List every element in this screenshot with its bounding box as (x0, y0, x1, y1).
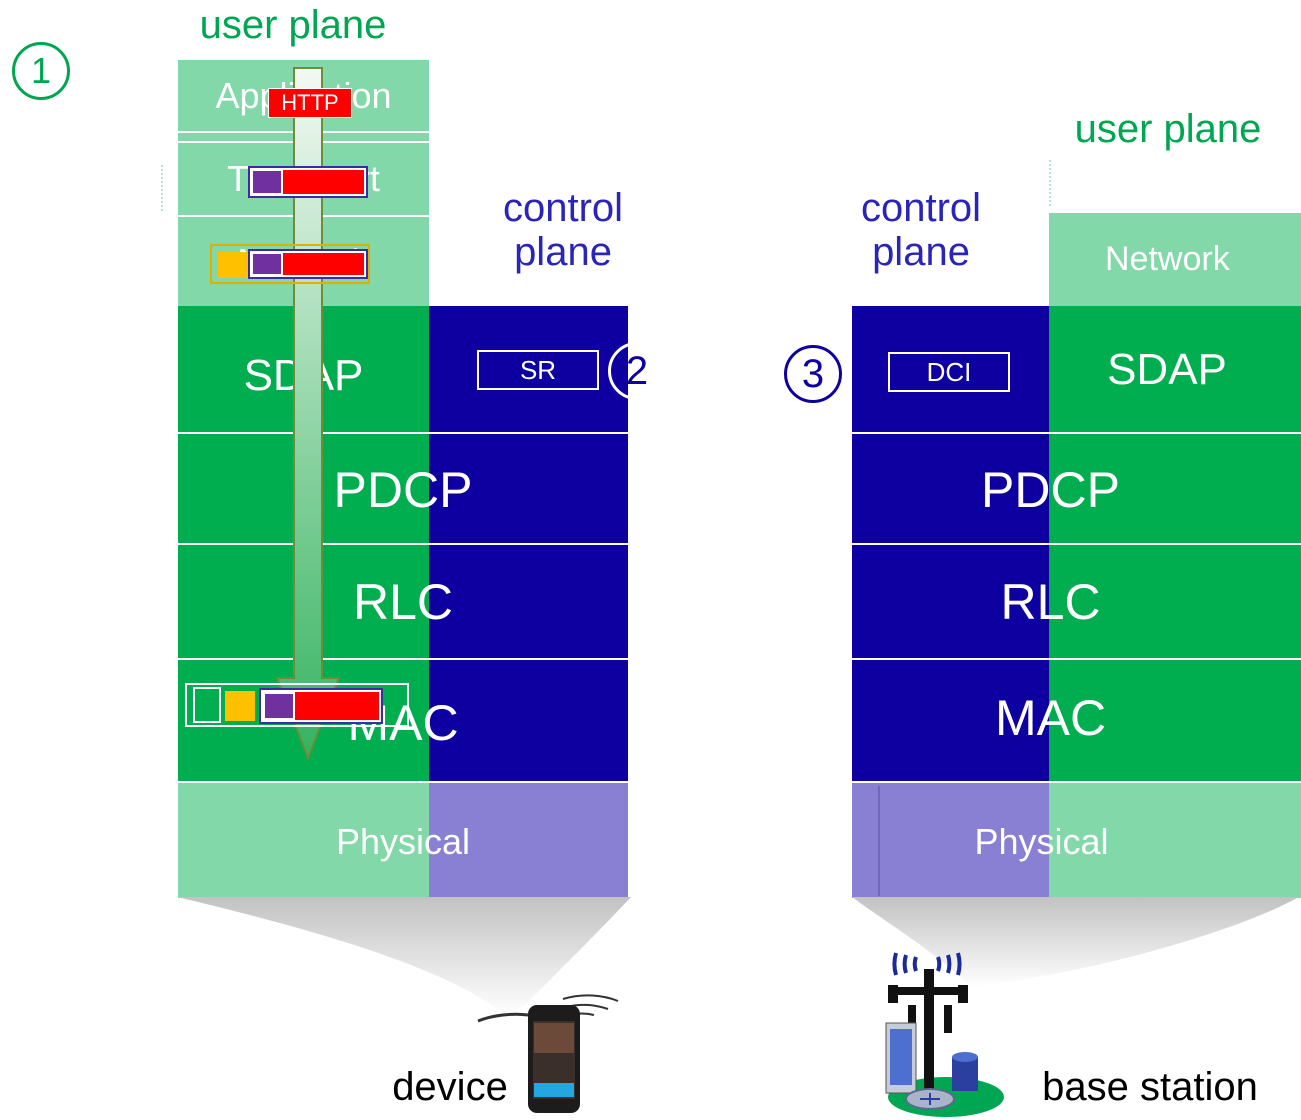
bs-sdap-layer: SDAP (1107, 345, 1227, 394)
smartphone-icon (477, 994, 619, 1113)
bs-rlc-layer: RLC (1000, 574, 1101, 630)
bs-mac-layer: MAC (994, 690, 1107, 746)
device-control-plane-label: control plane (502, 186, 624, 274)
sr-message-box: SR (477, 350, 599, 390)
bs-physical-layer: Physical (974, 821, 1109, 862)
bs-control-plane-label: control plane (860, 186, 982, 274)
device-physical-layer: Physical (335, 821, 471, 862)
transport-segment (248, 166, 368, 198)
dci-message-box: DCI (888, 352, 1010, 392)
device-user-plane-label: user plane (199, 2, 387, 47)
bs-pdcp-layer: PDCP (981, 462, 1120, 518)
bs-user-plane-label: user plane (1074, 106, 1262, 151)
step-marker-3: 3 (784, 345, 842, 403)
mac-frame (185, 683, 409, 727)
network-header (218, 252, 248, 278)
base-station-icon (885, 952, 1004, 1117)
bs-network-layer-box (1049, 213, 1301, 306)
mac-header (225, 691, 255, 721)
step-marker-2: 2 (608, 342, 666, 400)
network-datagram (210, 244, 370, 284)
device-label: device (392, 1064, 508, 1109)
device-beam (177, 897, 631, 1015)
transport-payload (283, 170, 364, 194)
base-station-beam (852, 897, 1299, 987)
http-packet: HTTP (268, 88, 352, 118)
bs-network-layer: Network (1105, 239, 1230, 278)
transport-header (253, 171, 281, 193)
step-marker-1: 1 (12, 42, 70, 100)
device-rlc-layer: RLC (352, 574, 454, 630)
device-pdcp-layer: PDCP (333, 462, 473, 518)
base-station-label: base station (1042, 1064, 1258, 1109)
